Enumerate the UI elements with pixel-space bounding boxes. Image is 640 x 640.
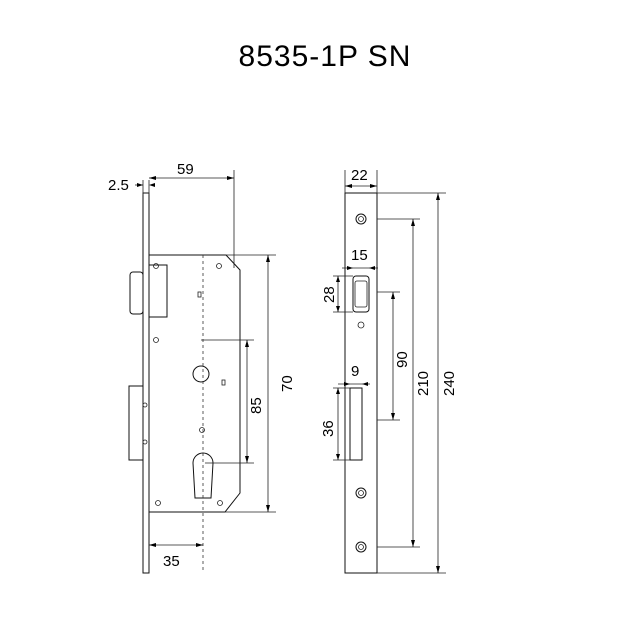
latch-slot (352, 275, 370, 313)
dim-latch-height: 28 (321, 286, 338, 303)
lock-case-outline (148, 254, 241, 513)
spindle-hole (192, 365, 210, 383)
screw-hole (355, 487, 367, 499)
screw-hole (355, 213, 367, 225)
dim-faceplate-length: 240 (441, 371, 458, 396)
screw-icon (153, 263, 159, 269)
dim-case-width: 59 (177, 161, 194, 178)
product-title: 8535-1P SN (238, 40, 412, 73)
bolt-slot (349, 387, 363, 461)
dim-latch-width: 15 (351, 247, 368, 264)
screw-icon (142, 439, 148, 445)
side-view: 2.5 59 85 70 35 (108, 161, 296, 574)
dim-bolt-width: 9 (351, 363, 359, 380)
screw-icon (199, 427, 205, 433)
dim-screw-spacing: 90 (394, 351, 411, 368)
dim-inner-spacing: 210 (415, 371, 432, 396)
screw-icon (217, 500, 223, 506)
dim-backset: 35 (163, 553, 180, 570)
screw-icon (216, 263, 222, 269)
small-hole (357, 321, 365, 329)
screw-icon (142, 402, 148, 408)
faceplate-side (142, 192, 150, 574)
dead-bolt (128, 385, 144, 461)
cylinder-hole (192, 452, 214, 499)
dim-case-height: 70 (279, 375, 296, 392)
latch-housing (148, 264, 168, 318)
screw-icon (155, 500, 161, 506)
dim-center-to-center: 85 (248, 397, 265, 414)
screw-hole (355, 541, 367, 553)
dim-bolt-height: 36 (320, 420, 337, 437)
dim-faceplate-width: 22 (351, 167, 368, 184)
dim-backset-thickness: 2.5 (108, 177, 129, 194)
latch-bolt (129, 271, 144, 315)
screw-icon (153, 337, 159, 343)
front-view: 22 15 28 9 36 90 (320, 167, 458, 574)
